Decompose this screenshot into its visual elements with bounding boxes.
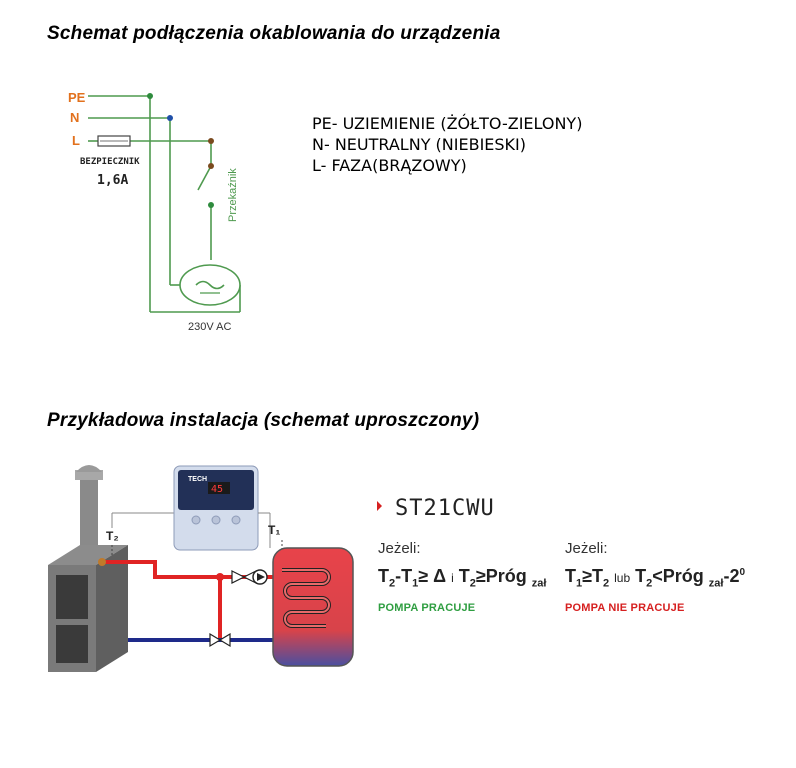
legend-l: L- FAZA(BRĄZOWY) xyxy=(312,156,467,175)
controller-display: 45 xyxy=(211,484,223,495)
chimney xyxy=(80,478,98,558)
terminal-pe-label: PE xyxy=(68,90,86,105)
fuse-value: 1,6A xyxy=(97,173,128,188)
condition-on-status: POMPA PRACUJE xyxy=(378,602,476,614)
water-tank xyxy=(272,547,354,667)
condition-off-if-label: Jeżeli: xyxy=(565,540,608,557)
sensor-t1-label: T₁ xyxy=(268,523,280,537)
l-node xyxy=(208,138,214,144)
controller-brand: TECH xyxy=(188,476,207,483)
sensor-t2-label: T₂ xyxy=(106,529,119,543)
wiring-heading: Schemat podłączenia okablowania do urząd… xyxy=(47,23,501,44)
installation-heading: Przykładowa instalacja (schemat uproszcz… xyxy=(47,410,480,431)
pe-node xyxy=(147,93,153,99)
legend-n: N- NEUTRALNY (NIEBIESKI) xyxy=(312,135,526,154)
fuse-label: BEZPIECZNIK xyxy=(80,157,140,167)
n-node xyxy=(167,115,173,121)
condition-off-status: POMPA NIE PRACUJE xyxy=(565,602,685,614)
relay-contact-node xyxy=(208,163,214,169)
terminal-n-label: N xyxy=(70,110,79,125)
supply-label: 230V AC xyxy=(188,321,231,333)
relay-label: Przekaźnik xyxy=(227,168,239,222)
valve-symbol xyxy=(209,632,222,648)
condition-on-if-label: Jeżeli: xyxy=(378,540,421,557)
wire-color-legend: PE- UZIEMIENIE (ŻÓŁTO-ZIELONY) N- NEUTRA… xyxy=(312,113,582,176)
legend-pe: PE- UZIEMIENIE (ŻÓŁTO-ZIELONY) xyxy=(312,114,583,133)
product-marker-icon xyxy=(377,501,382,511)
terminal-l-label: L xyxy=(72,133,80,148)
relay-output-node xyxy=(208,202,214,208)
product-name: ST21CWU xyxy=(395,496,495,521)
condition-on-formula: T2-T1≥ Δ i T2≥Próg zał xyxy=(378,566,547,590)
condition-off-formula: T1≥T2 lub T2<Próg zał-20 xyxy=(565,566,746,590)
